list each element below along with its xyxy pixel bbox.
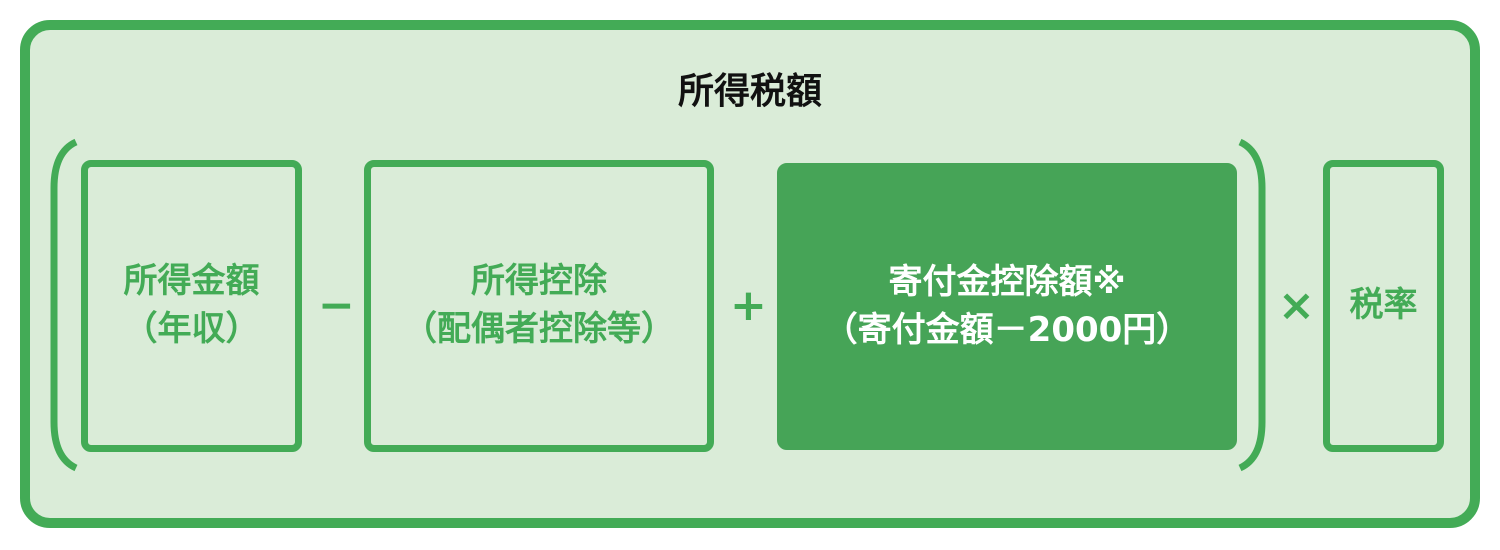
term-label: 所得控除: [471, 261, 607, 302]
left-parenthesis: [50, 138, 78, 472]
term-label: 所得金額: [123, 261, 260, 302]
times-operator: ×: [1278, 280, 1315, 331]
term-sublabel: （寄付金額－2000円）: [823, 309, 1191, 350]
plus-operator: +: [730, 280, 767, 331]
donation-deduction-box: 寄付金控除額※ （寄付金額－2000円）: [777, 163, 1237, 450]
term-label: 税率: [1349, 285, 1418, 326]
term-sublabel: （配偶者控除等）: [403, 309, 675, 349]
income-amount-box: 所得金額 （年収）: [81, 160, 302, 452]
tax-rate-box: 税率: [1323, 160, 1444, 452]
right-parenthesis: [1238, 138, 1266, 472]
term-sublabel: （年収）: [123, 309, 260, 349]
term-label: 寄付金控除額※: [888, 261, 1126, 302]
page-title: 所得税額: [677, 71, 822, 112]
income-deduction-box: 所得控除 （配偶者控除等）: [364, 160, 714, 452]
minus-operator: −: [318, 280, 355, 331]
